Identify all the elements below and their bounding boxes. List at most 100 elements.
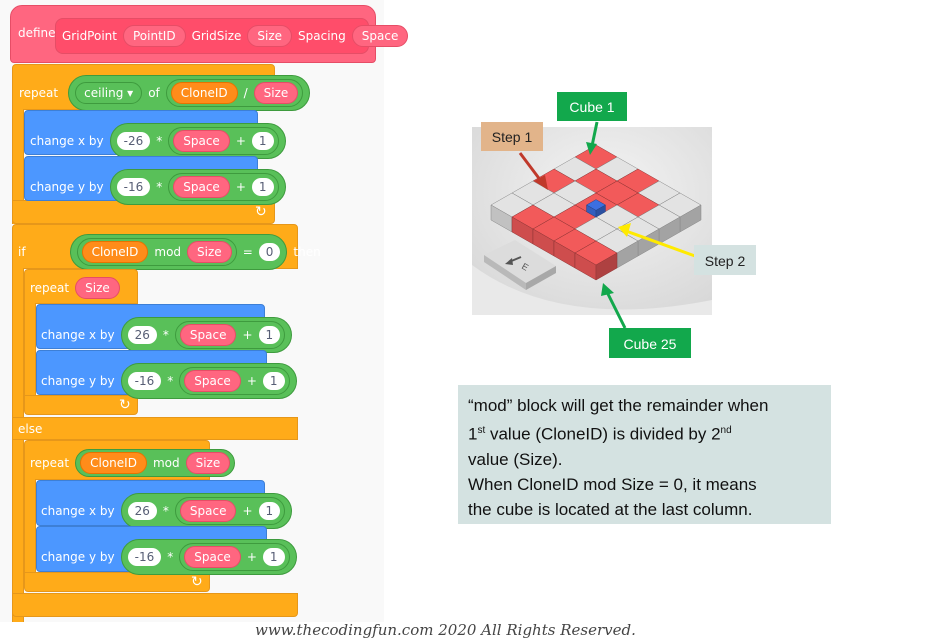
change-x-block[interactable]: change x by -26 * Space + 1 — [24, 110, 286, 159]
number-input[interactable]: 1 — [251, 178, 274, 196]
divide-sign: / — [243, 86, 248, 100]
number-input[interactable]: 1 — [251, 132, 274, 150]
change-x-label: change x by — [30, 134, 104, 148]
mod-label: mod — [154, 245, 182, 259]
note-line-2b: value (CloneID) is divided by 2 — [485, 424, 721, 444]
multiply-operator[interactable]: -26 * Space + 1 — [109, 123, 286, 159]
cube25-arrow — [605, 291, 627, 329]
param-size[interactable]: Size — [253, 82, 299, 104]
change-y-label: change y by — [30, 180, 104, 194]
param-space[interactable]: Space — [173, 130, 230, 152]
red-cube — [532, 168, 576, 209]
plus-sign: + — [235, 180, 246, 194]
number-input[interactable]: 1 — [262, 372, 285, 390]
mod-operator[interactable]: CloneID mod Size — [75, 449, 236, 477]
define-keyword: define — [18, 26, 56, 40]
number-input[interactable]: 1 — [258, 502, 281, 520]
if-else-foot — [12, 593, 298, 617]
param-space[interactable]: Space — [351, 25, 409, 47]
number-input[interactable]: 26 — [127, 326, 157, 344]
add-operator[interactable]: Space + 1 — [174, 497, 286, 525]
repeat-outer-block[interactable]: repeat ceiling ▾ of CloneID / Size — [12, 64, 311, 111]
multiply-operator[interactable]: -16 * Space + 1 — [120, 363, 297, 399]
repeat-keyword: repeat — [19, 86, 59, 100]
repeat-inner-block[interactable]: repeat CloneID mod Size — [24, 440, 236, 480]
cube1-arrowhead — [586, 142, 597, 155]
add-operator[interactable]: Space + 1 — [179, 367, 290, 395]
step2-label-box — [694, 245, 756, 275]
step1-label-box — [481, 122, 543, 151]
change-y-block[interactable]: change y by -16 * Space + 1 — [36, 350, 297, 399]
if-block[interactable]: if CloneID mod Size = 0 then — [12, 224, 321, 270]
change-x-block[interactable]: change x by 26 * Space + 1 — [36, 480, 293, 529]
multiply-operator[interactable]: 26 * Space + 1 — [120, 493, 293, 529]
step2-arrow — [625, 229, 696, 258]
var-cloneid[interactable]: CloneID — [170, 82, 238, 104]
change-x-label: change x by — [41, 328, 115, 342]
number-input[interactable]: -16 — [127, 372, 162, 390]
number-input[interactable]: -16 — [127, 548, 162, 566]
repeat-inner-foot: ↻ — [24, 395, 138, 415]
plus-sign: + — [235, 134, 246, 148]
add-operator[interactable]: Space + 1 — [168, 127, 279, 155]
add-operator[interactable]: Space + 1 — [174, 321, 286, 349]
param-space[interactable]: Space — [184, 370, 241, 392]
param-size[interactable]: Size — [247, 25, 293, 47]
change-x-block[interactable]: change x by 26 * Space + 1 — [36, 304, 293, 353]
number-input[interactable]: 0 — [258, 243, 281, 261]
repeat-inner-arm — [24, 303, 36, 395]
add-operator[interactable]: Space + 1 — [168, 173, 279, 201]
plus-sign: + — [246, 550, 257, 564]
step1-label: Step 1 — [492, 129, 533, 145]
param-size[interactable]: Size — [185, 452, 231, 474]
scene-floor-arc — [472, 265, 712, 315]
ceiling-reporter[interactable]: ceiling ▾ of CloneID / Size — [68, 75, 311, 111]
multiply-operator[interactable]: -16 * Space + 1 — [109, 169, 286, 205]
loop-arrow-icon: ↻ — [119, 397, 131, 413]
param-space[interactable]: Space — [179, 324, 237, 346]
change-y-block[interactable]: change y by -16 * Space + 1 — [36, 526, 297, 575]
ceiling-dropdown[interactable]: ceiling ▾ — [75, 82, 143, 104]
number-input[interactable]: 26 — [127, 502, 157, 520]
divide-operator[interactable]: CloneID / Size — [165, 79, 304, 107]
multiply-operator[interactable]: -16 * Space + 1 — [120, 539, 297, 575]
red-cube — [574, 192, 618, 233]
equals-operator[interactable]: CloneID mod Size = 0 — [69, 234, 288, 270]
number-input[interactable]: -16 — [116, 178, 151, 196]
param-space[interactable]: Space — [179, 500, 237, 522]
multiply-operator[interactable]: 26 * Space + 1 — [120, 317, 293, 353]
mod-label: mod — [152, 456, 180, 470]
repeat-keyword: repeat — [30, 456, 70, 470]
mod-operator[interactable]: CloneID mod Size — [76, 238, 237, 266]
define-label-gridsize: GridSize — [191, 29, 242, 43]
define-label-spacing: Spacing — [298, 29, 346, 43]
add-operator[interactable]: Space + 1 — [179, 543, 290, 571]
note-sup-nd: nd — [720, 425, 732, 436]
grey-cube — [553, 180, 597, 221]
grey-cube — [532, 192, 576, 233]
var-cloneid[interactable]: CloneID — [80, 452, 147, 474]
multiply-sign: * — [167, 550, 174, 564]
multiply-sign: * — [167, 374, 174, 388]
grey-cube — [511, 180, 555, 221]
note-line-5: the cube is located at the last column. — [468, 499, 753, 519]
change-y-block[interactable]: change y by -16 * Space + 1 — [24, 156, 286, 205]
param-space[interactable]: Space — [173, 176, 230, 198]
var-cloneid[interactable]: CloneID — [81, 241, 149, 263]
param-space[interactable]: Space — [184, 546, 241, 568]
param-size[interactable]: Size — [75, 277, 120, 299]
else-block: else — [12, 417, 298, 440]
loop-arrow-icon: ↻ — [255, 204, 267, 220]
repeat-inner-block[interactable]: repeat Size — [24, 269, 138, 304]
number-input[interactable]: -26 — [116, 132, 151, 150]
number-input[interactable]: 1 — [262, 548, 285, 566]
define-block[interactable]: define GridPoint PointID GridSize Size S… — [10, 5, 409, 63]
param-size[interactable]: Size — [187, 241, 232, 263]
note-line-2a: 1 — [468, 424, 478, 444]
plus-sign: + — [242, 328, 253, 342]
number-input[interactable]: 1 — [258, 326, 281, 344]
chevron-down-icon: ▾ — [127, 86, 134, 100]
grey-cube — [658, 192, 702, 233]
red-cube — [511, 204, 555, 245]
param-pointid[interactable]: PointID — [122, 25, 186, 47]
